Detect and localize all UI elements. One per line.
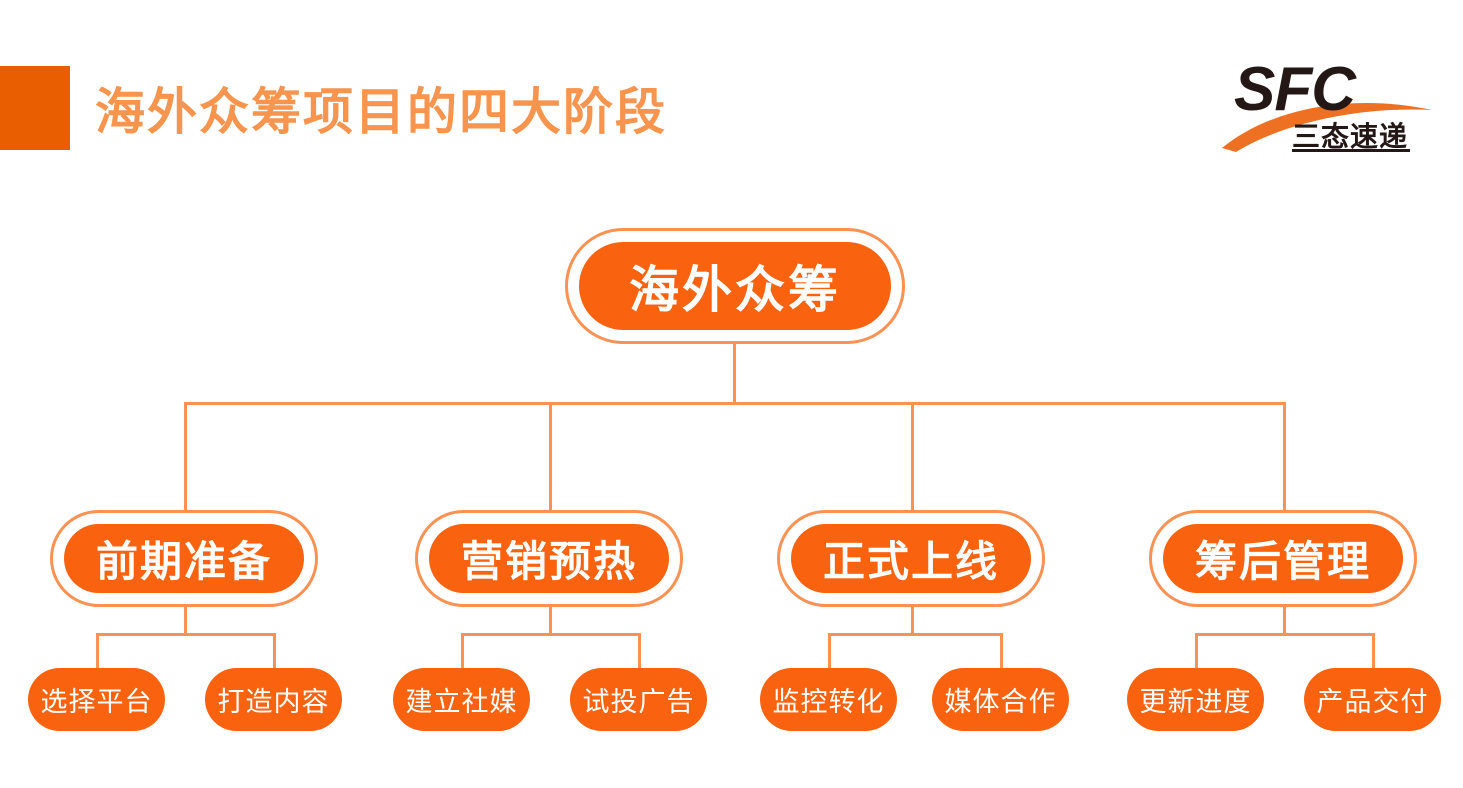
node-leaf-1-1[interactable]: 试投广告 (570, 668, 707, 731)
node-leaf-3-1[interactable]: 产品交付 (1304, 668, 1441, 731)
connector-subdrop-3-0 (1195, 633, 1198, 671)
node-leaf-3-0[interactable]: 更新进度 (1127, 668, 1264, 731)
connector-subdrop-0-0 (96, 633, 99, 671)
node-stage-3-label: 筹后管理 (1163, 524, 1403, 593)
connector-subbar-2 (828, 633, 1003, 636)
connector-drop-stage-1 (549, 402, 552, 512)
page-title: 海外众筹项目的四大阶段 (95, 84, 667, 140)
connector-subdrop-1-1 (638, 633, 641, 671)
logo-subtitle-text: 三态速递 (1292, 120, 1408, 152)
node-leaf-1-0[interactable]: 建立社媒 (393, 668, 530, 731)
connector-drop-stage-2 (911, 402, 914, 512)
connector-substem-3 (1283, 606, 1286, 636)
connector-substem-2 (911, 606, 914, 636)
logo-subtitle-underline (1292, 149, 1410, 152)
node-root[interactable]: 海外众筹 (565, 228, 905, 344)
logo-wordmark-text: SFC (1234, 55, 1357, 124)
swoosh-shape (1222, 102, 1432, 152)
connector-root-stem (733, 343, 736, 404)
node-leaf-0-1[interactable]: 打造内容 (205, 668, 342, 731)
node-stage-zhengshishangxian[interactable]: 正式上线 (777, 510, 1045, 607)
connector-substem-0 (184, 606, 187, 636)
node-stage-qianqizhunbei[interactable]: 前期准备 (50, 510, 318, 607)
node-leaf-0-0[interactable]: 选择平台 (28, 668, 165, 731)
sfc-logo: SFC 三态速递 (1218, 48, 1442, 156)
node-stage-2-label: 正式上线 (791, 524, 1031, 593)
connector-main-bar (184, 402, 1286, 405)
node-stage-0-label: 前期准备 (64, 524, 304, 593)
connector-subbar-0 (96, 633, 276, 636)
title-accent-square (0, 66, 70, 150)
connector-subbar-1 (461, 633, 641, 636)
node-stage-yingxiaoyure[interactable]: 营销预热 (415, 510, 683, 607)
connector-substem-1 (549, 606, 552, 636)
connector-drop-stage-3 (1283, 402, 1286, 512)
node-stage-chouhouguanli[interactable]: 筹后管理 (1149, 510, 1417, 607)
node-root-label: 海外众筹 (579, 242, 891, 330)
node-leaf-2-1[interactable]: 媒体合作 (932, 668, 1069, 731)
node-leaf-2-0[interactable]: 监控转化 (760, 668, 897, 731)
connector-subdrop-2-1 (1000, 633, 1003, 671)
connector-drop-stage-0 (184, 402, 187, 512)
node-stage-1-label: 营销预热 (429, 524, 669, 593)
connector-subdrop-0-1 (273, 633, 276, 671)
connector-subbar-3 (1195, 633, 1375, 636)
connector-subdrop-3-1 (1372, 633, 1375, 671)
connector-subdrop-2-0 (828, 633, 831, 671)
connector-subdrop-1-0 (461, 633, 464, 671)
